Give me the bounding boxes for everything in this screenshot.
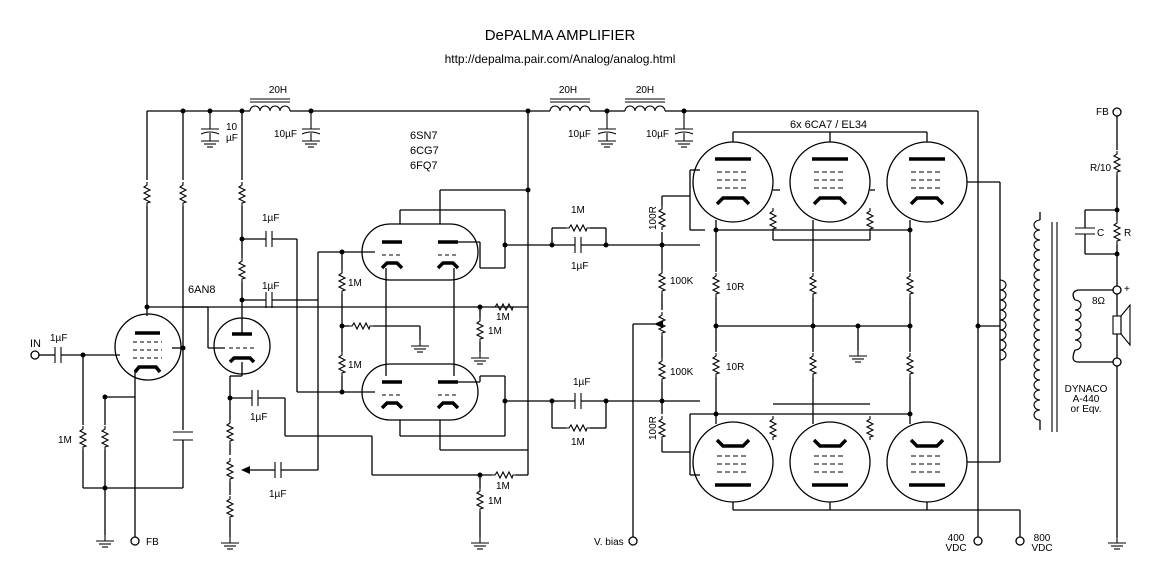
input-label: IN <box>30 338 41 350</box>
fb-bottom-label: FB <box>146 537 159 548</box>
cap-10uf-c-label: 10µF <box>568 129 591 140</box>
filter-caps <box>180 108 694 148</box>
transformer-label-2: A-440 <box>1073 394 1100 405</box>
bplus-rail <box>147 98 983 546</box>
res-1m-d-label: 1M <box>488 326 502 337</box>
b800-value: 800 <box>1034 533 1051 544</box>
driver-tube-6cg7: 6CG7 <box>410 145 439 157</box>
res-100k-bot-label: 100K <box>670 367 694 378</box>
res-1m-e-label: 1M <box>496 481 510 492</box>
b400-value: 400 <box>948 533 965 544</box>
cap-1uf-e-label: 1µF <box>571 261 588 272</box>
fb-top-label: FB <box>1096 107 1109 118</box>
diagram-title: DePALMA AMPLIFIER <box>485 27 636 44</box>
b400-unit: VDC <box>945 543 966 554</box>
cap-1uf-in-label: 1µF <box>50 333 67 344</box>
driver-stage <box>318 111 552 550</box>
res-1m-in-label: 1M <box>58 435 72 446</box>
tube-6an8-label: 6AN8 <box>188 284 216 296</box>
res-1m-h-label: 1M <box>571 437 585 448</box>
cap-1uf-a-label: 1µF <box>262 213 279 224</box>
cap-10uf-a-unit: µF <box>226 133 238 144</box>
cap-10uf-d-label: 10µF <box>646 129 669 140</box>
driver-tube-6fq7: 6FQ7 <box>410 160 438 172</box>
output-tubes <box>662 131 1020 511</box>
res-10r-bot-label: 10R <box>726 362 744 373</box>
res-100k-top-label: 100K <box>670 276 694 287</box>
cap-10uf-b-label: 10µF <box>274 129 297 140</box>
choke1-label: 20H <box>269 85 287 96</box>
transformer-label-1: DYNACO <box>1065 384 1108 395</box>
cap-1uf-d-label: 1µF <box>269 489 286 500</box>
res-1m-b-label: 1M <box>348 360 362 371</box>
res-r-label: R <box>1124 228 1131 239</box>
source-url: http://depalma.pair.com/Analog/analog.ht… <box>445 52 676 66</box>
res-1m-a-label: 1M <box>348 278 362 289</box>
res-100r-top-label: 100R <box>648 206 659 230</box>
cap-10uf-a-value: 10 <box>226 122 238 133</box>
b800-unit: VDC <box>1031 543 1052 554</box>
output-transformer <box>975 107 1131 550</box>
speaker-ohms-label: 8Ω <box>1092 296 1106 307</box>
cap-1uf-c-label: 1µF <box>250 412 267 423</box>
cap-1uf-b-label: 1µF <box>262 281 279 292</box>
plus-label: + <box>1124 284 1130 295</box>
cap-1uf-f-label: 1µF <box>573 377 590 388</box>
res-r10-label: R/10 <box>1090 163 1112 174</box>
res-1m-g-label: 1M <box>571 205 585 216</box>
output-coupling <box>549 196 700 546</box>
v-bias-label: V. bias <box>594 537 624 548</box>
choke2-label: 20H <box>559 85 577 96</box>
res-1m-c-label: 1M <box>496 312 510 323</box>
res-10r-top-label: 10R <box>726 282 744 293</box>
phase-splitter <box>213 111 372 550</box>
cap-c-label: C <box>1097 228 1104 239</box>
res-100r-bot-label: 100R <box>648 416 659 440</box>
input-stage <box>30 111 528 548</box>
choke3-label: 20H <box>636 85 654 96</box>
driver-tube-6sn7: 6SN7 <box>410 130 438 142</box>
res-1m-f-label: 1M <box>488 496 502 507</box>
output-tubes-label: 6x 6CA7 / EL34 <box>790 119 867 131</box>
transformer-label-3: or Eqv. <box>1071 404 1102 415</box>
